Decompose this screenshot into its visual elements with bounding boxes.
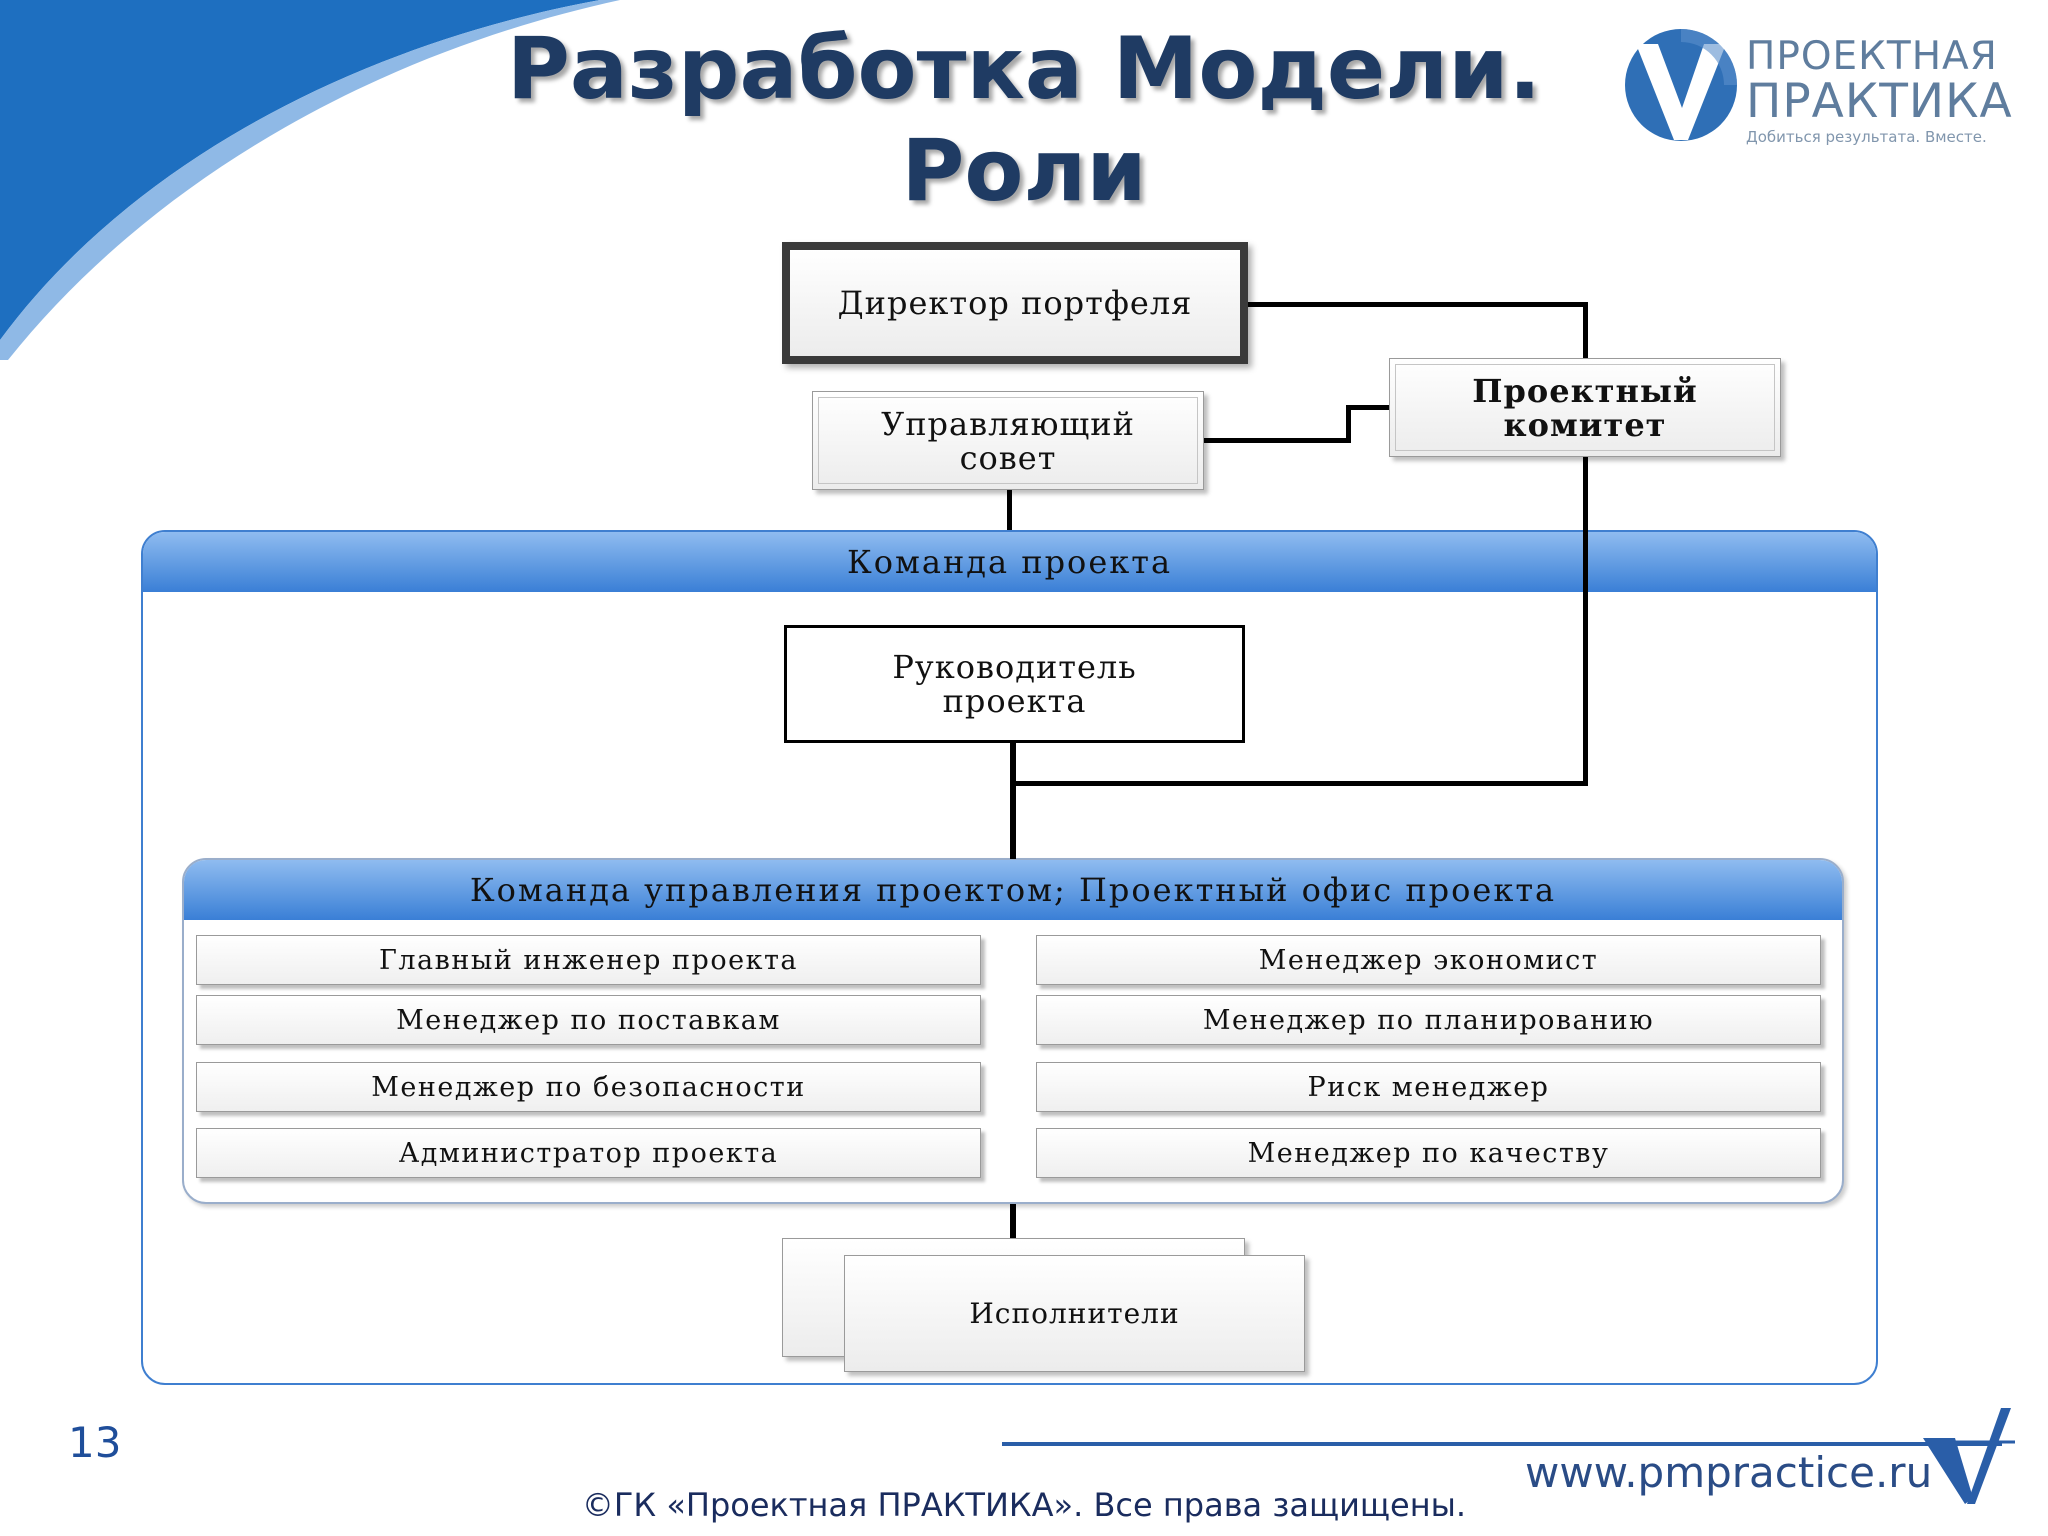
project-manager-line-2: проекта	[942, 682, 1087, 720]
role-box: Менеджер по планированию	[1036, 995, 1821, 1045]
logo-line-2: ПРАКТИКА	[1746, 74, 2013, 129]
website-link[interactable]: www.pmpractice.ru	[1525, 1448, 1933, 1497]
portfolio-director-label: Директор портфеля	[837, 284, 1193, 322]
role-label: Менеджер по поставкам	[396, 1004, 781, 1036]
connector-board-to-committee	[1346, 405, 1390, 410]
steering-board-line-2: совет	[959, 438, 1057, 477]
connector-pmo-to-executors	[1010, 1204, 1016, 1240]
role-label: Менеджер по качеству	[1247, 1137, 1610, 1169]
project-manager-box: Руководитель проекта	[784, 625, 1245, 743]
role-box: Администратор проекта	[196, 1128, 981, 1178]
logo-tagline: Добиться результата. Вместе.	[1746, 128, 1987, 146]
title-line-2: Роли	[901, 121, 1147, 221]
project-committee-box: Проектный комитет	[1389, 358, 1781, 457]
steering-board-line-1: Управляющий	[881, 404, 1135, 443]
slide-title: Разработка Модели. Роли	[0, 18, 2048, 222]
role-label: Администратор проекта	[398, 1137, 779, 1169]
copyright-text: ©ГК «Проектная ПРАКТИКА». Все права защи…	[581, 1486, 1467, 1524]
role-label: Менеджер по безопасности	[371, 1071, 806, 1103]
connector-board-step-up	[1346, 405, 1351, 443]
role-label: Главный инженер проекта	[379, 944, 798, 976]
role-box: Риск менеджер	[1036, 1062, 1821, 1112]
project-committee-line-1: Проектный	[1472, 371, 1698, 410]
connector-committee-left	[1012, 781, 1588, 786]
project-committee-line-2: комитет	[1503, 405, 1667, 444]
connector-board-down	[1007, 490, 1012, 530]
project-team-header: Команда проекта	[143, 532, 1876, 592]
role-box: Менеджер экономист	[1036, 935, 1821, 985]
steering-board-box: Управляющий совет	[812, 391, 1204, 490]
role-box: Менеджер по поставкам	[196, 995, 981, 1045]
executors-box: Исполнители	[844, 1255, 1305, 1372]
executors-label: Исполнители	[969, 1297, 1180, 1330]
page-number: 13	[68, 1418, 122, 1467]
logo-mark-icon	[1625, 29, 1737, 141]
connector-committee-down	[1583, 454, 1588, 786]
connector-director-right	[1232, 302, 1588, 307]
role-box: Менеджер по качеству	[1036, 1128, 1821, 1178]
connector-committee-down-top	[1583, 302, 1588, 358]
logo-line-1: ПРОЕКТНАЯ	[1746, 34, 1998, 79]
project-manager-line-1: Руководитель	[892, 648, 1137, 686]
role-label: Менеджер экономист	[1258, 944, 1599, 976]
pmo-header: Команда управления проектом; Проектный о…	[184, 860, 1842, 920]
connector-manager-down	[1010, 742, 1016, 859]
company-logo: ПРОЕКТНАЯ ПРАКТИКА Добиться результата. …	[1618, 22, 2018, 152]
role-label: Менеджер по планированию	[1202, 1004, 1655, 1036]
role-box: Менеджер по безопасности	[196, 1062, 981, 1112]
footer-divider	[1002, 1442, 2002, 1446]
corner-swoosh	[0, 0, 620, 360]
title-line-1: Разработка Модели.	[506, 19, 1542, 119]
connector-board-right	[1200, 438, 1351, 443]
role-label: Риск менеджер	[1307, 1071, 1550, 1103]
portfolio-director-box: Директор портфеля	[782, 242, 1248, 364]
role-box: Главный инженер проекта	[196, 935, 981, 985]
footer-v-icon	[1923, 1408, 2015, 1504]
